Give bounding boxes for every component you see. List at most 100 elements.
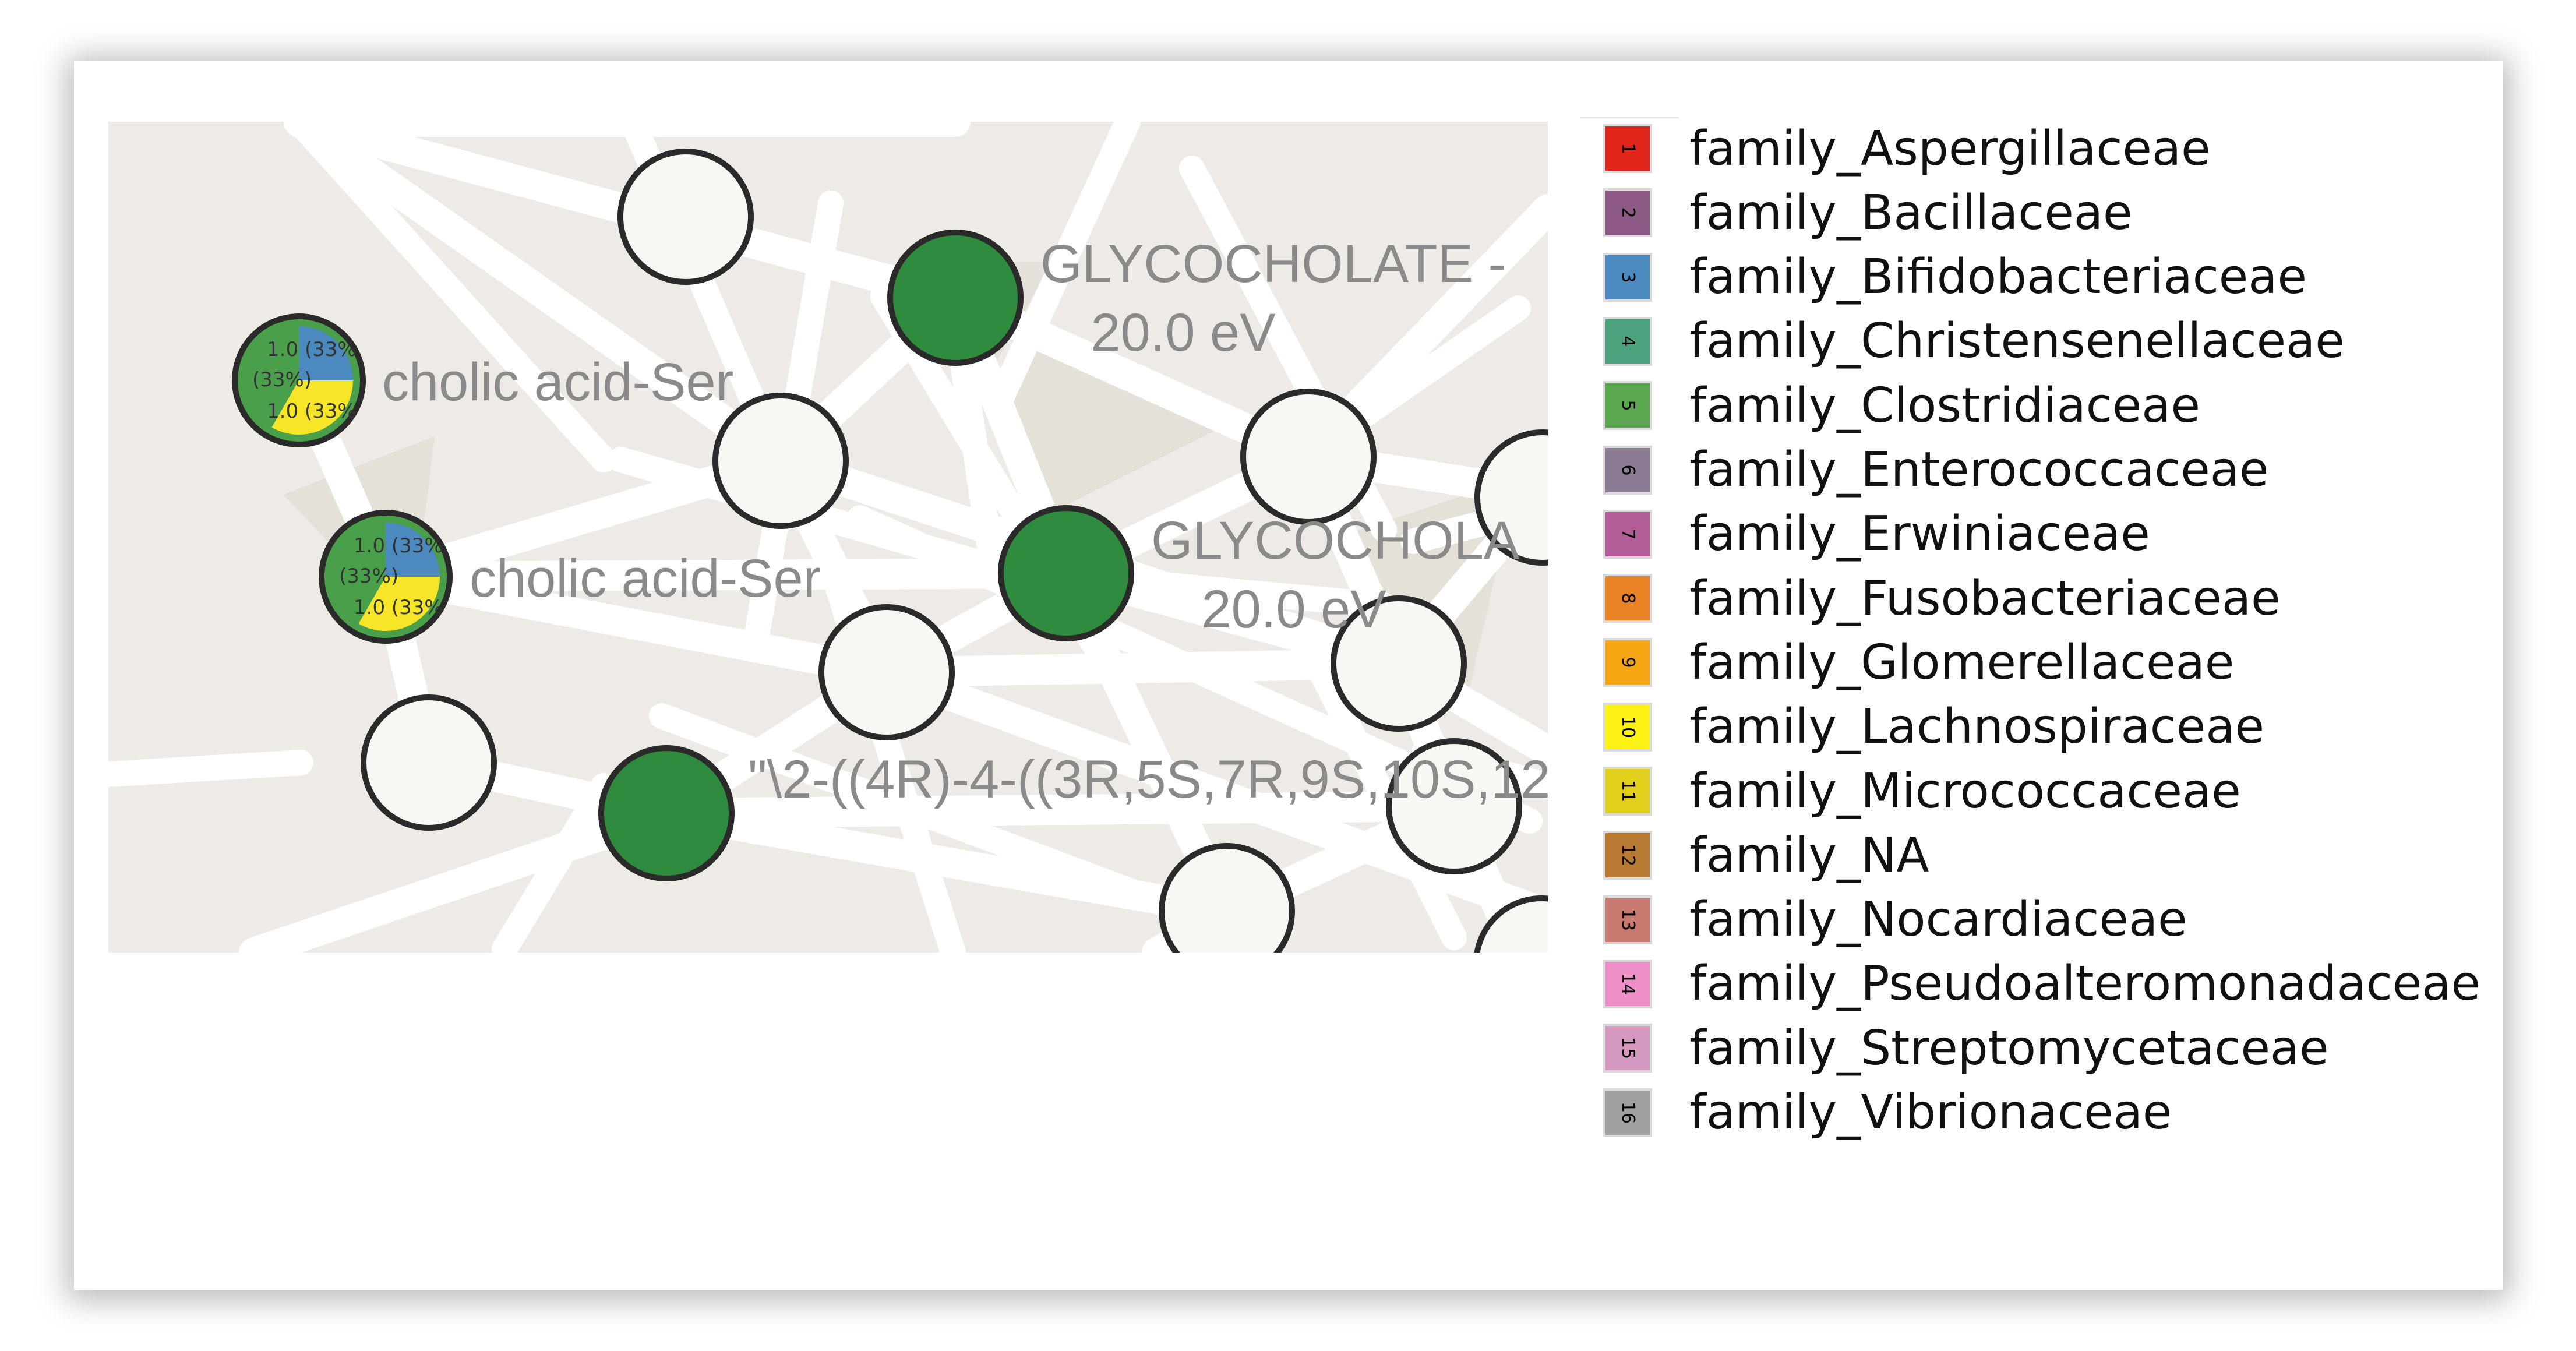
legend-swatch: 16	[1603, 1088, 1652, 1137]
pie-slice-blue	[386, 514, 449, 577]
legend-swatch: 13	[1603, 895, 1652, 944]
legend-item: 7 family_Erwiniaceae	[1603, 502, 2150, 566]
node[interactable]	[818, 604, 955, 740]
pie-text: (33%)	[252, 368, 312, 391]
pie-text: 1.0 (33%	[267, 338, 357, 361]
node-long-name[interactable]	[598, 745, 735, 881]
legend-label: family_Glomerellaceae	[1689, 634, 2235, 690]
legend-label: family_Pseudoalteromonadaceae	[1689, 956, 2480, 1012]
legend-swatch-number: 2	[1618, 207, 1638, 218]
node[interactable]	[617, 149, 754, 285]
node[interactable]	[1386, 738, 1522, 874]
edge	[284, 122, 796, 476]
node-label-glycocholate-2-line2: 20.0 eV	[1201, 580, 1386, 639]
legend-swatch-number: 12	[1618, 844, 1638, 867]
legend-swatch: 15	[1603, 1024, 1652, 1073]
legend-item: 8 family_Fusobacteriaceae	[1603, 566, 2281, 630]
legend-label: family_Christensenellaceae	[1689, 313, 2345, 369]
legend-label: family_Bacillaceae	[1689, 185, 2133, 241]
legend-swatch-number: 10	[1618, 715, 1638, 738]
network-green-nodes	[598, 230, 1134, 881]
edge	[1296, 633, 1467, 950]
legend-item: 9 family_Glomerellaceae	[1603, 630, 2234, 694]
legend-swatch-number: 13	[1618, 908, 1638, 931]
network-nodes	[361, 149, 1548, 953]
legend-swatch: 4	[1603, 316, 1652, 366]
node-glycocholate-1[interactable]	[887, 230, 1024, 366]
node[interactable]	[712, 393, 849, 529]
pie-text: (33%)	[339, 565, 398, 588]
legend-swatch: 12	[1603, 831, 1652, 880]
legend-divider	[1580, 117, 1679, 118]
legend-swatch-number: 7	[1618, 528, 1638, 540]
pie-text: 1.0 (33%	[267, 400, 357, 423]
node-labels: cholic acid-Ser cholic acid-Ser GLYCOCHO…	[382, 234, 1548, 809]
node[interactable]	[1159, 843, 1295, 953]
node[interactable]	[1240, 389, 1377, 525]
node-label-cholic-acid-ser-1: cholic acid-Ser	[382, 352, 733, 412]
legend-swatch-number: 1	[1618, 143, 1638, 154]
legend-swatch: 7	[1603, 509, 1652, 559]
node[interactable]	[1474, 429, 1548, 566]
node-label-glycocholate-1: GLYCOCHOLATE -	[1040, 234, 1506, 294]
legend-swatch-number: 15	[1618, 1037, 1638, 1060]
node-label-long-name: "\2-((4R)-4-((3R,5S,7R,9S,10S,12	[748, 750, 1548, 809]
node-label-glycocholate-1-line2: 20.0 eV	[1091, 303, 1275, 362]
legend-item: 3 family_Bifidobacteriaceae	[1603, 245, 2307, 309]
edge	[651, 798, 1242, 926]
legend-swatch-number: 5	[1618, 400, 1638, 411]
pie-text: 1.0 (33%	[354, 596, 443, 619]
legend-label: family_Erwiniaceae	[1689, 506, 2150, 562]
legend-swatch-number: 3	[1618, 271, 1638, 283]
legend-swatch: 10	[1603, 702, 1652, 752]
legend-swatch: 5	[1603, 381, 1652, 431]
legend-label: family_Streptomycetaceae	[1689, 1020, 2329, 1076]
edge	[370, 446, 796, 592]
legend-swatch: 9	[1603, 638, 1652, 687]
pie-node-1[interactable]: 1.0 (33% (33%) 1.0 (33%	[232, 313, 366, 447]
legend-label: family_Bifidobacteriaceae	[1689, 249, 2307, 305]
edge	[651, 791, 1469, 828]
node-glycocholate-2[interactable]	[998, 505, 1134, 641]
legend-item: 5 family_Clostridiaceae	[1603, 373, 2200, 438]
edge	[370, 558, 1081, 592]
legend-swatch-number: 4	[1618, 336, 1638, 347]
legend-item: 4 family_Christensenellaceae	[1603, 309, 2345, 373]
legend-swatch-number: 16	[1618, 1101, 1638, 1124]
legend-swatch-number: 9	[1618, 657, 1638, 668]
legend-item: 12 family_NA	[1603, 823, 1929, 887]
edge	[370, 562, 902, 687]
legend-label: family_Micrococcaceae	[1689, 763, 2241, 819]
legend-label: family_Nocardiaceae	[1689, 892, 2187, 948]
legend-swatch-number: 8	[1618, 592, 1638, 604]
node[interactable]	[1474, 895, 1548, 953]
molecular-network-canvas: 1.0 (33% (33%) 1.0 (33% 1.0 (33% (33%) 1…	[108, 122, 1548, 953]
edge	[987, 122, 1141, 414]
legend-label: family_Clostridiaceae	[1689, 378, 2200, 433]
legend-swatch-number: 11	[1618, 779, 1638, 803]
edge	[286, 122, 616, 472]
legend-label: family_NA	[1689, 827, 1929, 883]
edge	[492, 773, 616, 953]
legend-label: family_Fusobacteriaceae	[1689, 570, 2281, 626]
edge	[239, 798, 682, 953]
node-label-cholic-acid-ser-2: cholic acid-Ser	[470, 549, 821, 608]
edge	[871, 648, 1414, 687]
legend-swatch: 2	[1603, 188, 1652, 238]
legend-swatch: 11	[1603, 767, 1652, 816]
legend-item: 1 family_Aspergillaceae	[1603, 117, 2211, 181]
node-label-glycocholate-2: GLYCOCHOLA	[1151, 511, 1520, 570]
node[interactable]	[1331, 595, 1467, 732]
legend-item: 2 family_Bacillaceae	[1603, 181, 2133, 245]
legend-label: family_Aspergillaceae	[1689, 121, 2211, 177]
pie-node-2[interactable]: 1.0 (33% (33%) 1.0 (33%	[319, 510, 453, 644]
node[interactable]	[361, 694, 497, 831]
legend-item: 15 family_Streptomycetaceae	[1603, 1016, 2329, 1080]
legend-item: 11 family_Micrococcaceae	[1603, 759, 2241, 823]
legend-swatch-number: 6	[1618, 464, 1638, 476]
legend-swatch: 1	[1603, 124, 1652, 173]
legend-swatch: 8	[1603, 574, 1652, 623]
